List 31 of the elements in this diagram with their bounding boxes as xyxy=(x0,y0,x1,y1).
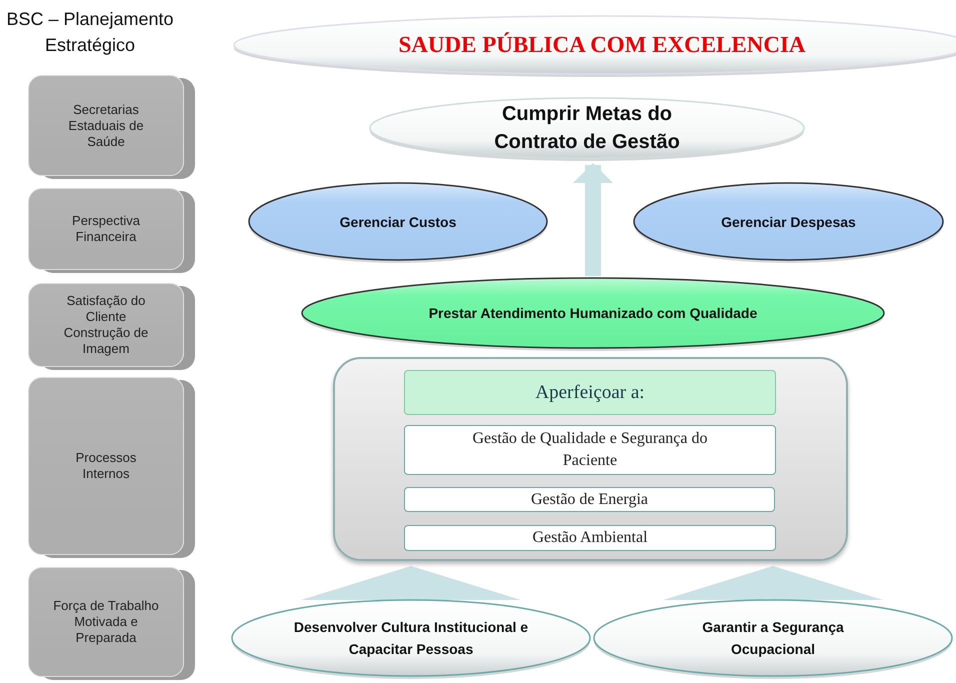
item-bar xyxy=(404,525,776,551)
objective-ellipse xyxy=(368,96,806,160)
item-bar xyxy=(404,487,775,512)
node-label: Garantir a Segurança Ocupacional xyxy=(701,618,845,659)
arrow xyxy=(573,163,613,276)
node-label: Prestar Atendimento Humanizado com Qualidade xyxy=(428,305,758,321)
node-label: Cumprir Metas do Contrato de Gestão xyxy=(493,102,681,155)
process-panel xyxy=(333,357,848,561)
heading-bar xyxy=(404,370,776,415)
node-label: Processos Internos xyxy=(74,450,138,482)
node-label: Gestão Ambiental xyxy=(532,529,648,547)
arrow xyxy=(663,566,883,600)
node-label: Secretarias Estaduais de Saúde xyxy=(67,102,145,150)
node-label: Força de Trabalho Motivada e Preparada xyxy=(52,598,160,646)
node-label: Gestão de Qualidade e Segurança do Paciente xyxy=(471,429,708,471)
node-label: Gerenciar Custos xyxy=(340,214,456,230)
objective-ellipse xyxy=(632,181,945,262)
diagram-title: BSC – Planejamento Estratégico xyxy=(5,8,175,57)
objective-ellipse xyxy=(592,598,954,678)
node-label: Perspectiva Financeira xyxy=(71,213,141,245)
node-label: Desenvolver Cultura Institucional e Capacitar Pessoas xyxy=(292,618,530,659)
objective-ellipse xyxy=(230,598,592,678)
arrow xyxy=(301,566,521,600)
node-label: Aperfeiçoar a: xyxy=(535,382,645,404)
node-label: Gestão de Energia xyxy=(531,490,648,508)
node-label: SAUDE PÚBLICA COM EXCELENCIA xyxy=(398,32,806,58)
objective-ellipse xyxy=(300,276,886,350)
node-label: Gerenciar Despesas xyxy=(721,214,856,230)
item-bar xyxy=(404,425,776,475)
objective-ellipse xyxy=(247,181,549,262)
node-label: Satisfação do Cliente Construção de Imagem xyxy=(62,293,150,357)
